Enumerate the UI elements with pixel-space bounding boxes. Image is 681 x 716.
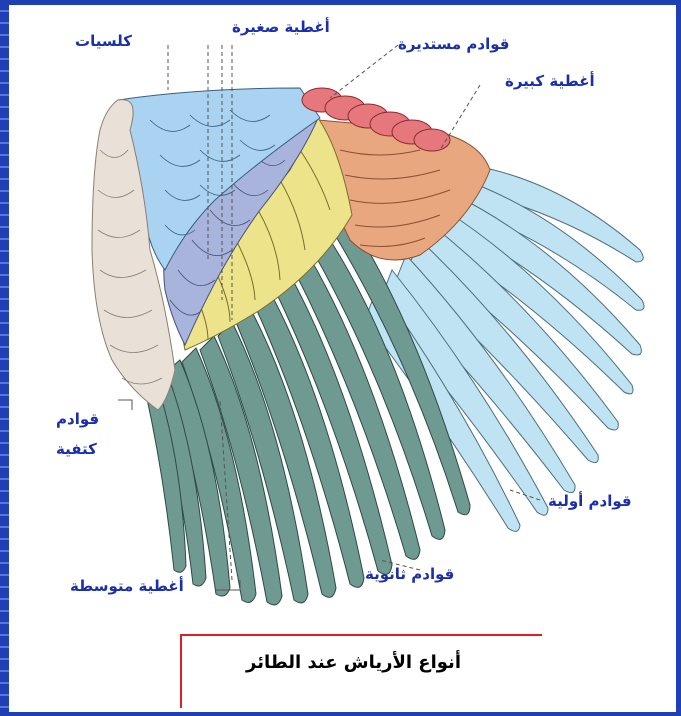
label-middle-coverts: أغطية متوسطة xyxy=(70,577,184,595)
scapular-feathers xyxy=(91,99,176,411)
title-box xyxy=(180,634,542,708)
primary-feathers xyxy=(364,164,645,532)
label-scapular-top: قوادم xyxy=(56,410,100,428)
label-large-coverts: أغطية كبيرة xyxy=(505,72,595,90)
frame-bottom-border xyxy=(0,712,681,716)
bracket-lines xyxy=(118,399,241,591)
leader-lines xyxy=(167,44,541,581)
large-coverts-lines xyxy=(339,149,451,247)
secondary-feathers xyxy=(145,219,471,606)
label-round-primary: قوادم مستديرة xyxy=(398,35,510,53)
label-small-coverts: أغطية صغيرة xyxy=(232,18,330,36)
label-calcified: كلسيات xyxy=(75,32,132,50)
label-secondary: قوادم ثانوية xyxy=(365,565,455,583)
calcified-lines xyxy=(149,109,276,236)
round-primary-coverts xyxy=(301,87,451,152)
diagram-title: أنواع الأرياش عند الطائر xyxy=(246,652,461,673)
scapular-lines xyxy=(97,149,163,385)
label-scapular-bottom: كتفية xyxy=(56,440,97,458)
frame-top-border xyxy=(0,0,681,5)
frame-left-border xyxy=(0,0,9,716)
frame-right-border xyxy=(676,0,681,716)
label-primary: قوادم أولية xyxy=(548,492,632,510)
